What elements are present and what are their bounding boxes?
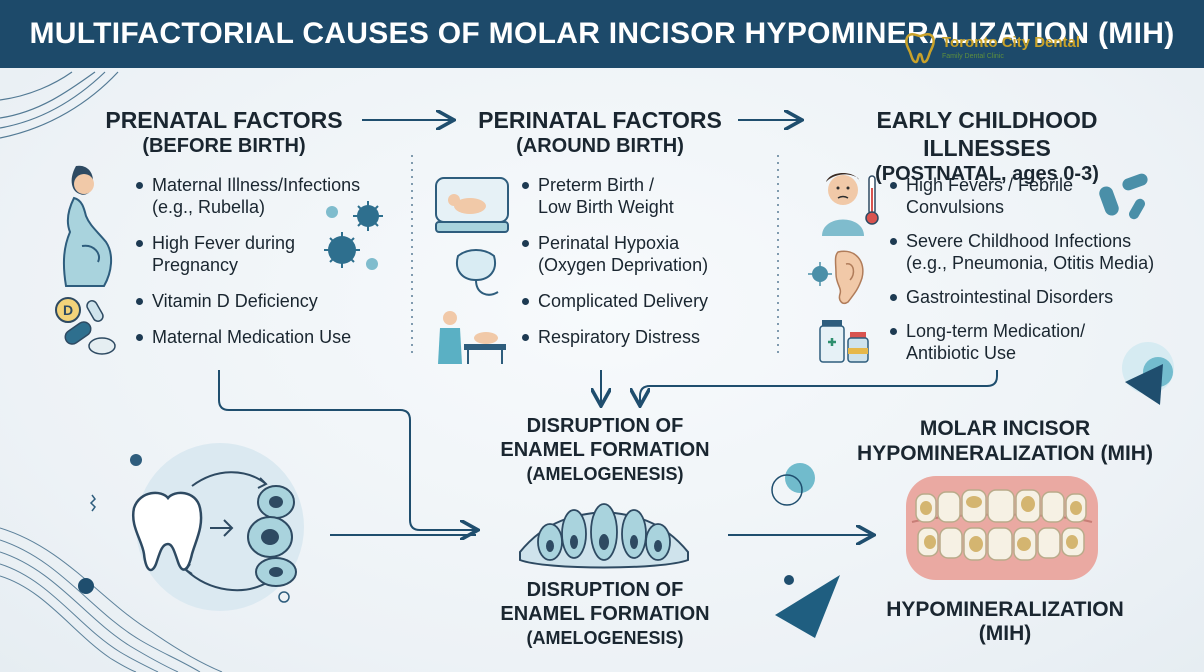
decor-lines-top-left — [0, 71, 119, 139]
decor-ring — [278, 591, 290, 603]
bacteria-icon — [1099, 173, 1148, 220]
svg-text:D: D — [63, 302, 73, 318]
ameloblast-cells-icon — [519, 503, 689, 569]
list-item: Severe Childhood Infections(e.g., Pneumo… — [890, 230, 1190, 274]
pregnant-woman-icon — [62, 165, 112, 287]
childhood-title: EARLY CHILDHOOD ILLNESSES — [876, 107, 1098, 161]
decor-triangle — [775, 575, 840, 638]
perinatal-heading: PERINATAL FACTORS (AROUND BIRTH) — [464, 106, 736, 158]
decor-dot — [130, 454, 142, 466]
perinatal-factor-list: Preterm Birth /Low Birth Weight Perinata… — [522, 174, 772, 348]
ear-icon — [808, 250, 864, 305]
decor-waves-bottom-left — [0, 527, 223, 672]
perinatal-subtitle: (AROUND BIRTH) — [516, 135, 684, 157]
decor-ring — [771, 474, 803, 506]
virus-icon — [324, 201, 383, 270]
delivery-doctor-icon — [438, 311, 506, 364]
result-title: MOLAR INCISOR HYPOMINERALIZATION (MIH) — [857, 417, 1153, 465]
mih-teeth-icon — [906, 476, 1098, 580]
prenatal-heading: PRENATAL FACTORS (BEFORE BIRTH) — [88, 106, 360, 158]
list-item: Maternal Illness/Infections(e.g., Rubell… — [136, 174, 406, 218]
arrow-prenatal-to-center — [218, 370, 476, 530]
medicine-bottles-icon — [819, 320, 869, 363]
arrow-childhood-to-center — [640, 370, 998, 404]
watermark-tagline: Family Dental Clinic — [942, 53, 1004, 60]
center-top-title: DISRUPTION OF ENAMEL FORMATION (AMELOGEN… — [500, 415, 710, 484]
list-item: Vitamin D Deficiency — [136, 290, 406, 312]
watermark-name: Toronto City Dental — [942, 34, 1081, 51]
prenatal-subtitle: (BEFORE BIRTH) — [142, 135, 306, 157]
list-item: Complicated Delivery — [522, 290, 772, 312]
childhood-subtitle: (POSTNATAL, ages 0-3) — [875, 163, 1099, 185]
decor-dot — [78, 578, 94, 594]
decor-zigzag — [89, 494, 96, 512]
tooth-cell-cycle-icon — [131, 443, 304, 611]
list-item: Perinatal Hypoxia(Oxygen Deprivation) — [522, 232, 772, 276]
list-item: Gastrointestinal Disorders — [890, 286, 1190, 308]
watermark-logo: Toronto City Dental Family Dental Clinic — [902, 30, 1080, 66]
decor-circle — [785, 463, 815, 493]
tooth-logo-icon — [905, 32, 935, 64]
list-item: Maternal Medication Use — [136, 326, 406, 348]
list-item: Respiratory Distress — [522, 326, 772, 348]
list-item: Preterm Birth /Low Birth Weight — [522, 174, 772, 218]
decor-triangle — [1125, 364, 1163, 405]
oxygen-mask-icon — [456, 249, 499, 296]
result-subtitle: HYPOMINERALIZATION (MIH) — [886, 598, 1124, 645]
list-item: Long-term Medication/Antibiotic Use — [890, 320, 1190, 364]
vitamin-d-pills-icon: D — [55, 297, 116, 355]
prenatal-title: PRENATAL FACTORS — [105, 107, 343, 133]
prenatal-factor-list: Maternal Illness/Infections(e.g., Rubell… — [136, 174, 406, 348]
decor-dot — [784, 575, 794, 585]
thermometer-icon — [865, 175, 879, 225]
perinatal-title: PERINATAL FACTORS — [478, 107, 722, 133]
center-bottom-title: DISRUPTION OF ENAMEL FORMATION (AMELOGEN… — [500, 579, 710, 648]
childhood-heading: EARLY CHILDHOOD ILLNESSES (POSTNATAL, ag… — [810, 106, 1164, 186]
incubator-baby-icon — [435, 177, 509, 233]
page-title: MULTIFACTORIAL CAUSES OF MOLAR INCISOR H… — [29, 17, 1175, 50]
sick-child-icon — [822, 173, 864, 236]
title-bar — [0, 0, 1204, 68]
